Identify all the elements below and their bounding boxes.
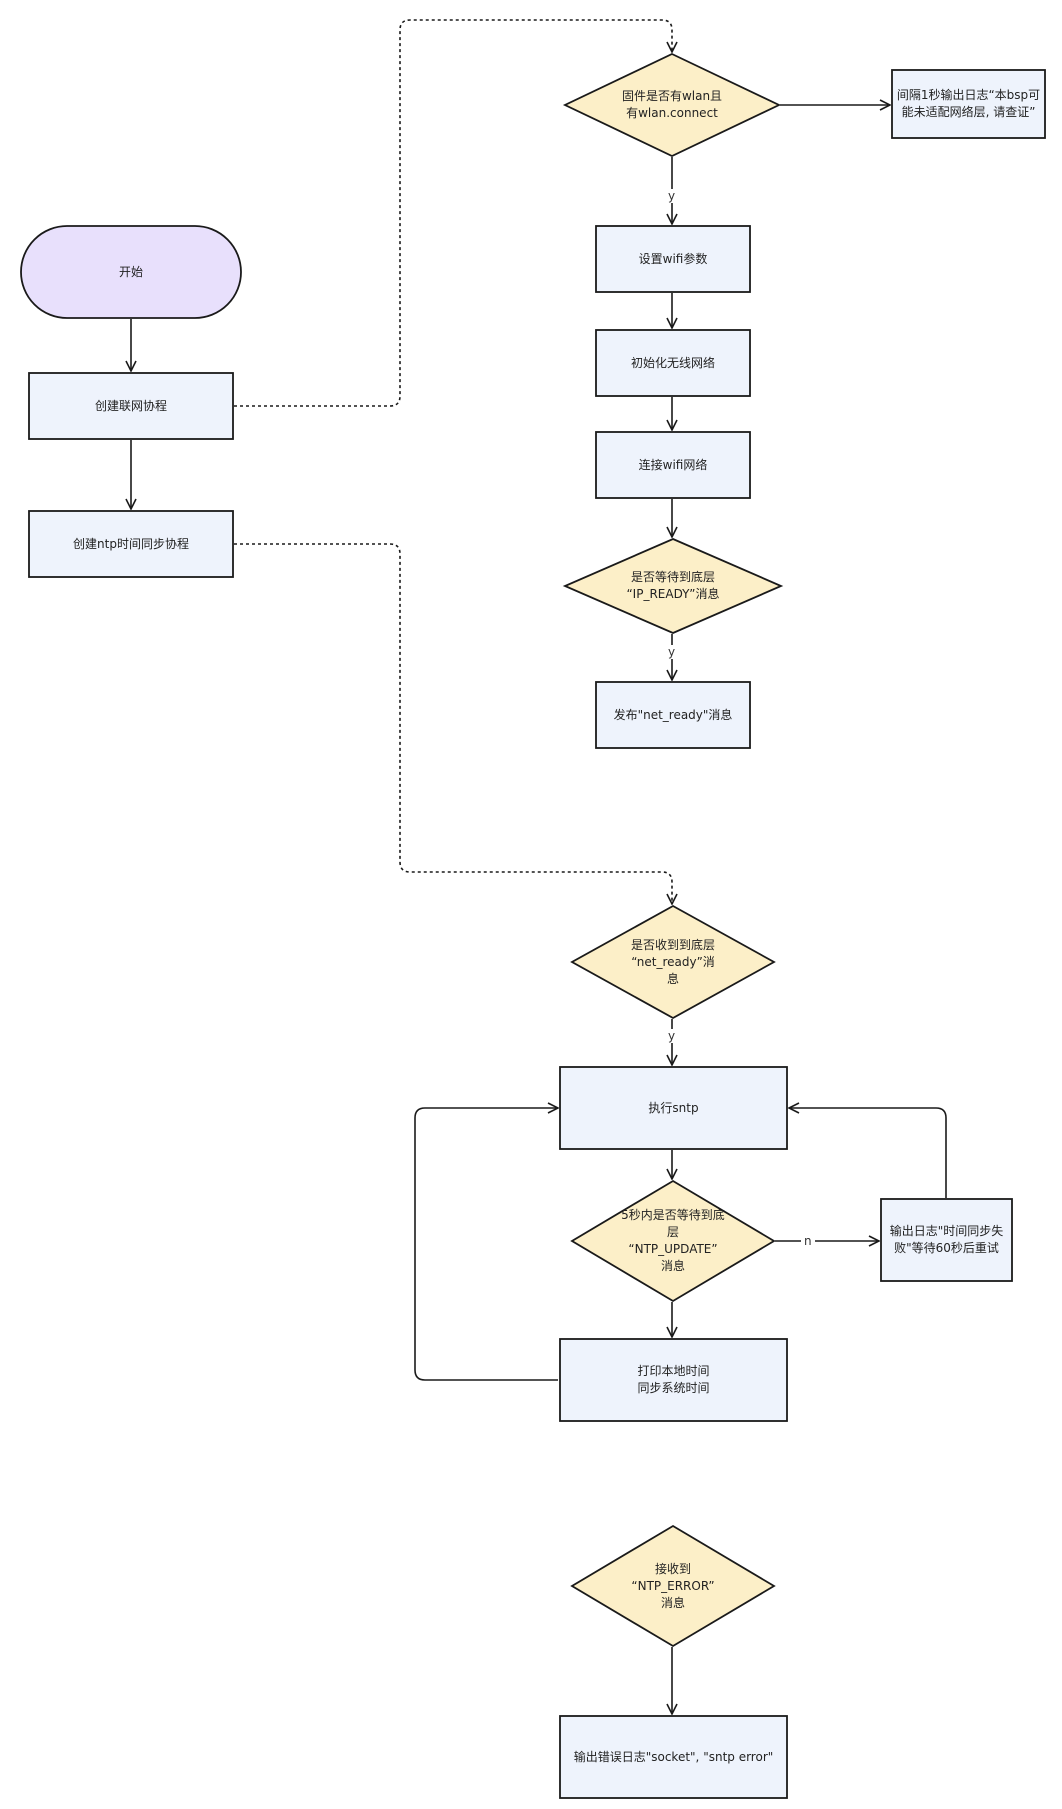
node-wait-ntp-shape [570,1179,776,1303]
edge-label-ip-yes: y [665,645,679,659]
edge-create-ntp-to-recv-ready [234,543,672,904]
edges-layer [131,19,947,1714]
node-start-shape [20,225,242,319]
node-log-error-shape [559,1715,788,1799]
edge-label-ready-yes: y [665,1029,679,1043]
node-recv-ready-shape [570,904,776,1020]
node-log-bsp-shape [891,69,1046,139]
node-set-wifi-shape [595,225,751,293]
node-log-fail-shape [880,1198,1013,1282]
edge-create-net-to-check-wlan [234,19,672,407]
node-exec-sntp-shape [559,1066,788,1150]
node-print-time-shape [559,1338,788,1422]
edge-log-fail-to-exec-sntp [789,1108,947,1198]
node-create-net-shape [28,372,234,440]
edge-print-time-to-exec-sntp [414,1108,558,1381]
edge-label-ntp-no: n [801,1234,815,1248]
node-connect-wifi-shape [595,431,751,499]
edge-label-wlan-yes: y [665,189,679,203]
node-recv-error-shape [570,1524,776,1648]
node-check-wlan-shape [562,53,782,157]
node-wait-ip-shape [562,538,784,634]
node-create-ntp-shape [28,510,234,578]
node-publish-ready-shape [595,681,751,749]
shapes-layer [20,53,1046,1799]
node-init-wifi-shape [595,329,751,397]
